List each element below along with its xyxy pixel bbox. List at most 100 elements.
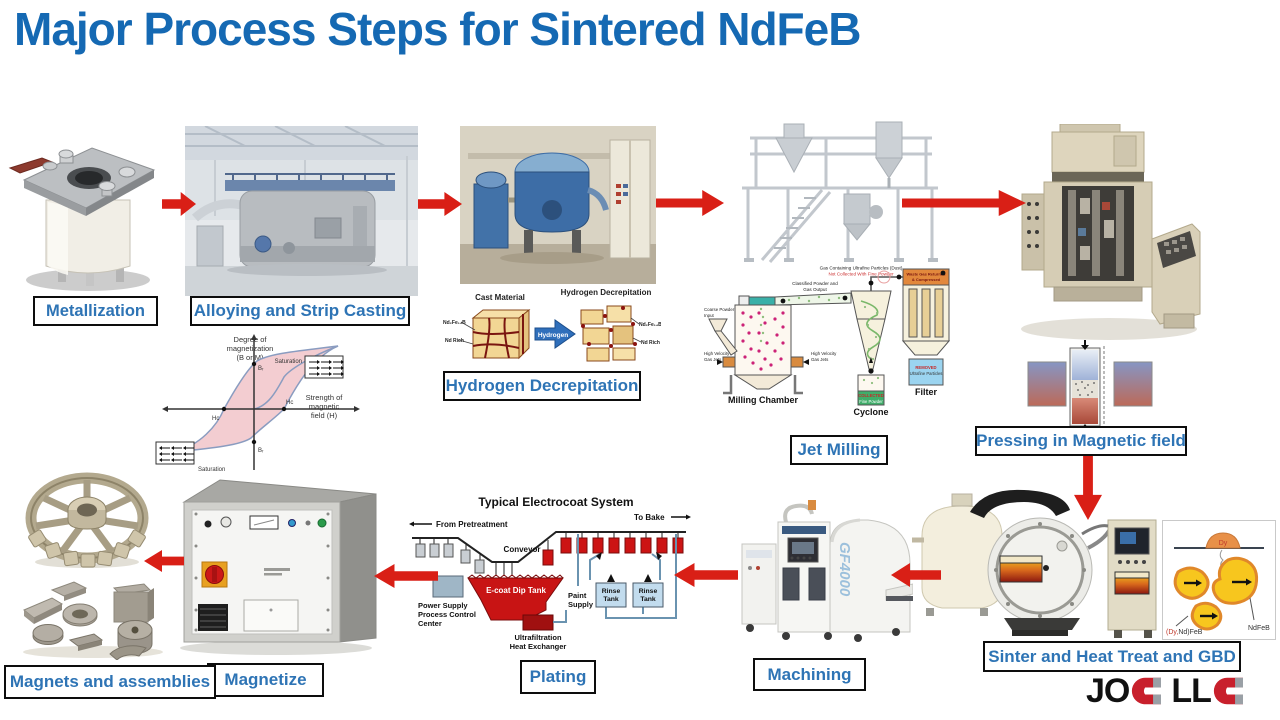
gas-jets-left-label-1: High Velocity [704,351,730,356]
dip-tank-label: E-coat Dip Tank [486,586,546,595]
jet-milling-image [726,120,954,266]
magnet-c-icon [1131,675,1162,707]
flow-arrow-3 [656,190,724,216]
hc-right-label: Hc [286,400,293,406]
power-label-2: Process Control [418,610,476,619]
phase-label-right-main: Nd₂Fe₁₄B [639,322,661,328]
flow-arrow-4 [902,190,1026,216]
gbd-right-label: NdFeB [1248,625,1270,632]
hydrogen-furnace-image [460,126,656,284]
label-sinter: Sinter and Heat Treat and GBD [983,641,1241,672]
milling-chamber-caption: Milling Chamber [728,395,799,405]
rinse2-label-1: Rinse [639,588,658,595]
hc-left-label: Hc [212,416,219,422]
rotor-assembly-image [20,470,154,570]
saturation-bottom-label: Saturation [198,467,225,473]
flow-arrow-2 [418,192,462,216]
label-alloying: Alloying and Strip Casting [190,296,410,326]
rinse2-label-2: Tank [640,596,656,603]
saturation-top-label: Saturation [275,359,302,365]
collected-label-1: COLLECTED [858,393,884,398]
hydrogen-arrow-label: Hydrogen [538,332,568,339]
gas-jets-right-label-2: Gas Jets [811,357,829,362]
br-top-label: Bᵣ [258,366,264,372]
filter-caption: Filter [915,387,938,397]
electrocoat-diagram: Typical Electrocoat System From Pretreat… [406,490,696,658]
phase-label-left-main: Nd₂Fe₁₄B [443,320,466,326]
hysteresis-y-label-2: magnetization [227,344,274,353]
cyclone-caption: Cyclone [853,407,888,417]
jet-milling-diagram: Gas Containing Ultrafine Particles (Dust… [703,263,953,431]
waste-gas-label-2: & Compressed [912,277,941,282]
phase-label-right-rich: Nd Rich [641,340,660,346]
not-collected-label: Not Collected With Fine Powder [828,272,894,277]
flow-arrow-8-left [374,564,438,588]
label-pressing: Pressing in Magnetic field [975,426,1187,456]
cast-material-caption: Cast Material [475,293,525,302]
flow-arrow-6-left [891,563,941,587]
br-bottom-label: Bᵣ [258,448,264,454]
conveyor-label: Conveyor [504,545,541,554]
paint-supply-label-1: Paint [568,591,587,600]
hysteresis-y-label-3: (B or M) [236,353,264,362]
rinse1-label-2: Tank [603,596,619,603]
magnetizer-image [172,466,392,656]
label-machining: Machining [753,658,866,691]
machine-model-text: GF4000 [836,542,853,597]
flow-arrow-9-left [144,550,184,572]
hysteresis-y-label-1: Degree of [234,335,268,344]
gas-jets-left-label-2: Gas Jets [704,357,722,362]
uf-label-2: Heat Exchanger [510,642,567,651]
from-pretreatment-label: From Pretreatment [436,520,508,529]
label-magnets-assemblies: Magnets and assemblies [4,665,216,699]
gbd-left-label-red: (Dy, [1166,629,1178,636]
waste-gas-label-1: Waste Gas Returned [907,272,947,277]
press-image [1014,124,1210,346]
to-bake-label: To Bake [634,513,665,522]
hysteresis-diagram: Degree of magnetization (B or M) Strengt… [128,330,393,478]
company-logo: JO LL [1086,674,1243,708]
hd-result-caption: Hydrogen Decrepitation [561,288,652,297]
flow-arrow-7-left [674,563,738,587]
dust-label: Gas Containing Ultrafine Particles (Dust… [820,266,903,271]
power-label-1: Power Supply [418,601,468,610]
gas-jets-right-label-1: High Velocity [811,351,837,356]
hydrogen-decrepitation-diagram: Cast Material Hydrogen Decrepitation Hyd… [443,286,661,372]
pressing-die-diagram [1022,340,1158,432]
sinter-furnace-image [912,478,1164,643]
magnet-c-icon-2 [1213,675,1243,707]
label-plating: Plating [520,660,596,694]
flow-arrow-5-down [1074,454,1102,520]
classified-label-1: Classified Powder and [792,281,838,286]
classified-label-2: Gas Output [803,287,827,292]
flow-arrow-1 [162,192,196,216]
gbd-left-label: (Dy,Nd)FeB [1166,629,1203,636]
coarse-input-label-1: Coarse Powder [704,307,735,312]
uf-label-1: Ultrafiltration [514,633,562,642]
electrocoat-title: Typical Electrocoat System [478,495,633,509]
collected-label-2: Fine Powder [859,399,883,404]
magnet-shapes-image [18,576,168,660]
hysteresis-x-label-2: magnetic [309,402,340,411]
machining-image: GF4000 [728,492,913,647]
hysteresis-x-label-1: Strength of [306,393,344,402]
rinse1-label-1: Rinse [602,588,621,595]
dy-label: Dy [1219,540,1228,547]
hysteresis-x-label-3: field (H) [311,411,338,420]
removed-label-1: REMOVED [915,365,936,370]
alloying-image [185,126,418,296]
power-label-3: Center [418,619,442,628]
metallization-image [8,128,166,296]
label-metallization: Metallization [33,296,158,326]
removed-label-2: Ultrafine Particles [910,371,943,376]
paint-supply-label-2: Supply [568,600,594,609]
label-magnetize: Magnetize [207,663,324,697]
phase-label-left-rich: Nd Rich [445,338,464,344]
page-title: Major Process Steps for Sintered NdFeB [14,3,861,55]
label-jet-milling: Jet Milling [790,435,888,465]
logo-text-ll: LL [1171,672,1212,710]
logo-text-jo: JO [1086,672,1130,710]
gbd-inset-diagram: Dy (Dy,Nd)FeB NdFeB [1162,520,1276,640]
coarse-input-label-2: Input [704,313,715,318]
